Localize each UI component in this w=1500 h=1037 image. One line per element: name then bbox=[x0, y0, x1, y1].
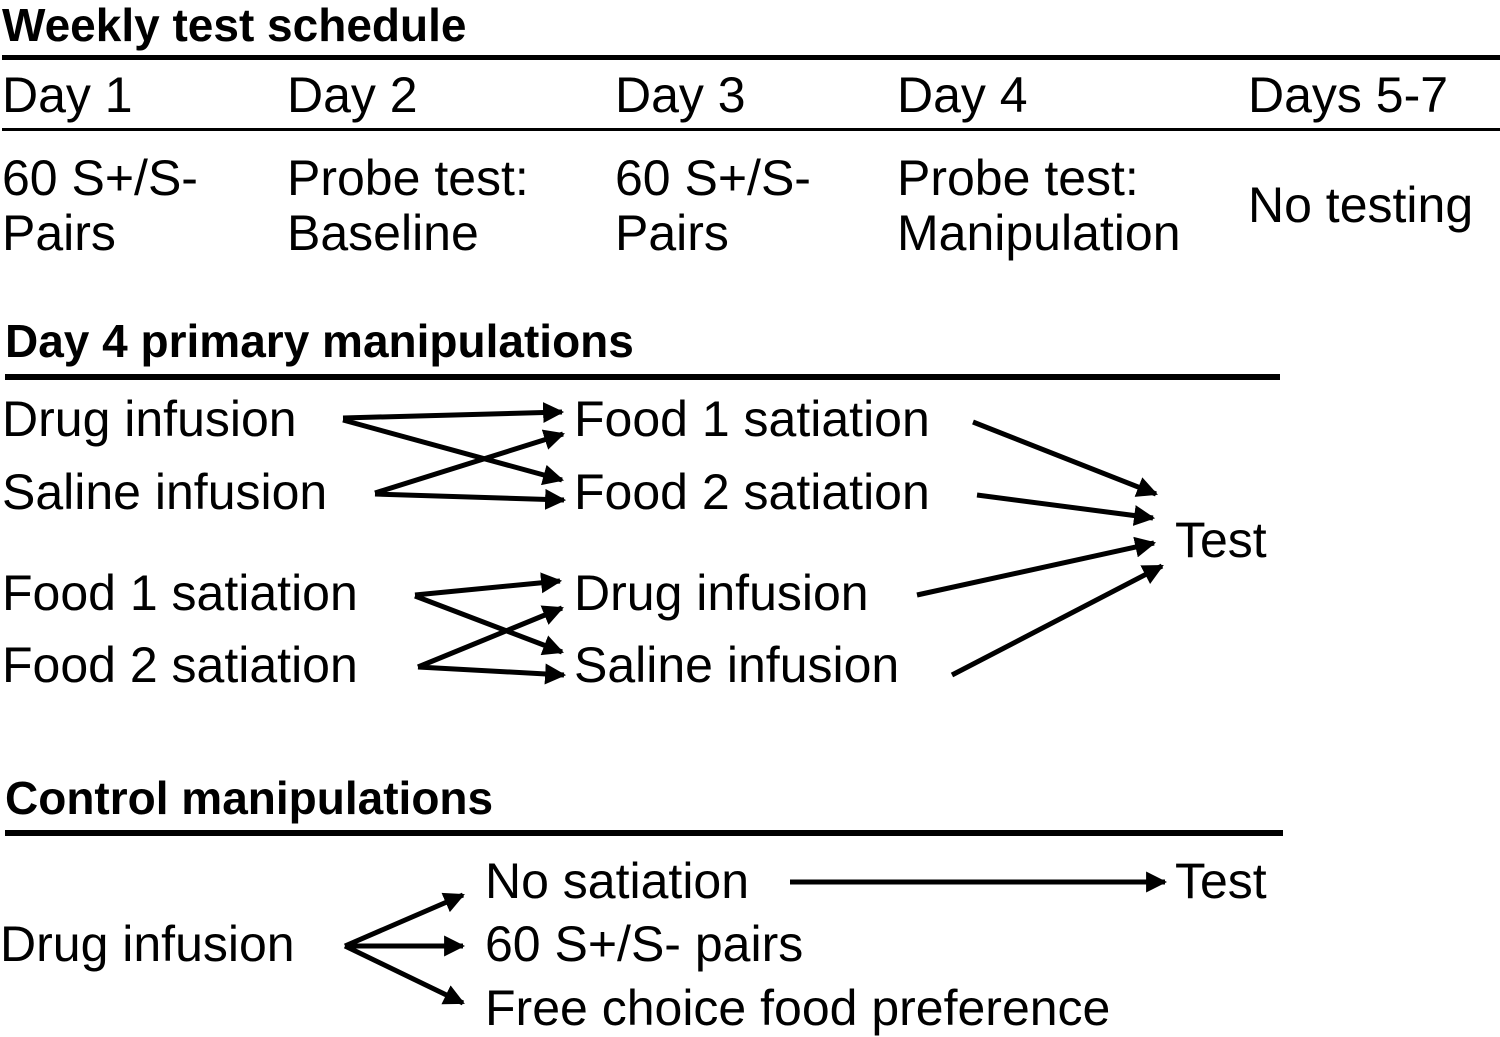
arrow-food2-to-test bbox=[976, 492, 1156, 526]
control-title-rule bbox=[5, 830, 1283, 836]
primary-mid-food-2-satiation: Food 2 satiation bbox=[574, 464, 930, 520]
control-manipulations-title: Control manipulations bbox=[5, 772, 494, 824]
arrow-control-to-no-satiation bbox=[344, 892, 465, 949]
days-5-7-activity: No testing bbox=[1248, 177, 1474, 233]
primary-test-outcome: Test bbox=[1175, 512, 1267, 568]
arrow-drug-to-food2 bbox=[342, 417, 565, 486]
day-1-activity-line-1: 60 S+/S- bbox=[2, 150, 198, 206]
weekly-title-rule bbox=[2, 55, 1500, 60]
primary-left-food-2-satiation: Food 2 satiation bbox=[2, 637, 358, 693]
day-2-activity-line-2: Baseline bbox=[287, 205, 479, 261]
day-2-header: Day 2 bbox=[287, 67, 418, 123]
arrow-saline-to-food2 bbox=[374, 488, 567, 510]
day-3-header: Day 3 bbox=[615, 67, 746, 123]
arrow-food1-to-test bbox=[972, 419, 1158, 497]
primary-title-rule bbox=[5, 374, 1280, 380]
weekly-header-rule bbox=[2, 128, 1500, 131]
arrow-food1-to-drug bbox=[414, 572, 563, 598]
arrow-saline-to-food1 bbox=[374, 429, 566, 496]
day-4-activity-line-2: Manipulation bbox=[897, 205, 1181, 261]
day-4-activity-line-1: Probe test: bbox=[897, 150, 1139, 206]
day-2-activity-line-1: Probe test: bbox=[287, 150, 529, 206]
primary-left-food-1-satiation: Food 1 satiation bbox=[2, 565, 358, 621]
day-3-activity-line-1: 60 S+/S- bbox=[615, 150, 811, 206]
primary-mid-saline-infusion: Saline infusion bbox=[574, 637, 900, 693]
arrow-food2-to-saline bbox=[417, 663, 567, 685]
control-test-outcome: Test bbox=[1175, 853, 1267, 909]
arrow-food2-to-drug bbox=[417, 605, 564, 670]
primary-left-drug-infusion: Drug infusion bbox=[2, 391, 297, 447]
primary-left-saline-infusion: Saline infusion bbox=[2, 464, 328, 520]
arrow-food1-to-saline bbox=[414, 593, 564, 656]
arrow-saline-to-test bbox=[950, 563, 1164, 678]
control-option-no-satiation: No satiation bbox=[485, 853, 750, 909]
primary-mid-drug-infusion: Drug infusion bbox=[574, 565, 869, 621]
day-3-activity-line-2: Pairs bbox=[615, 205, 729, 261]
control-option-free-choice: Free choice food preference bbox=[485, 980, 1111, 1036]
day-1-header: Day 1 bbox=[2, 67, 133, 123]
day-4-header: Day 4 bbox=[897, 67, 1028, 123]
control-option-60-pairs: 60 S+/S- pairs bbox=[485, 916, 804, 972]
weekly-schedule-title: Weekly test schedule bbox=[2, 0, 467, 51]
primary-manipulations-title: Day 4 primary manipulations bbox=[5, 315, 634, 367]
arrow-drug-to-food1 bbox=[342, 402, 565, 424]
primary-mid-food-1-satiation: Food 1 satiation bbox=[574, 391, 930, 447]
arrow-control-to-free-choice bbox=[343, 943, 465, 1006]
arrow-drug-to-test bbox=[916, 536, 1157, 598]
days-5-7-header: Days 5-7 bbox=[1248, 67, 1449, 123]
day-1-activity-line-2: Pairs bbox=[2, 205, 116, 261]
control-source-drug-infusion: Drug infusion bbox=[0, 916, 295, 972]
